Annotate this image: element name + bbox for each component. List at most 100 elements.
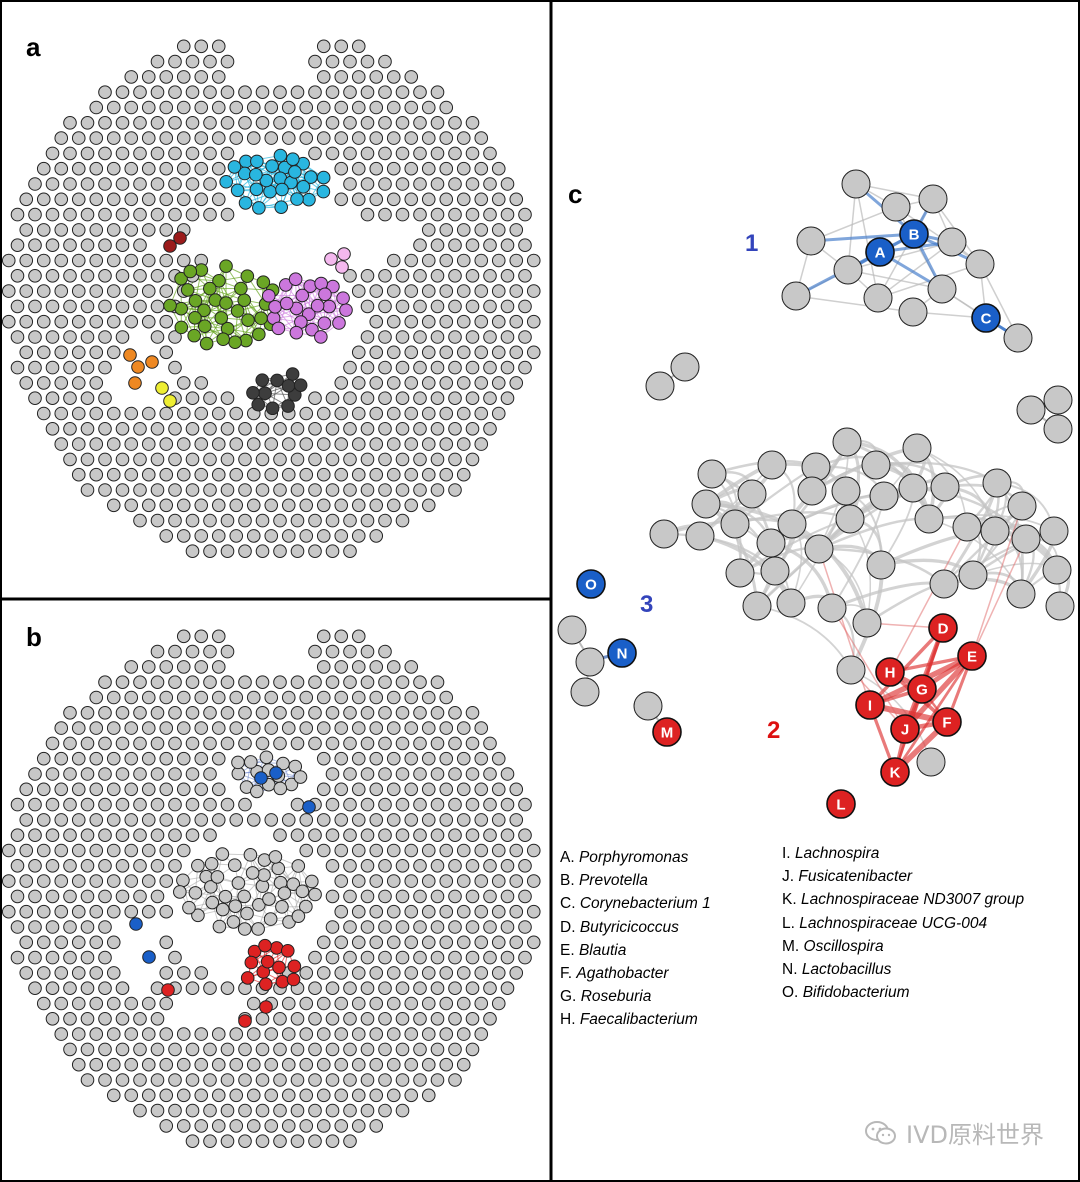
network-node <box>413 391 427 406</box>
network-node <box>115 1042 130 1057</box>
network-node <box>316 1119 331 1133</box>
network-node <box>211 437 226 451</box>
network-node <box>275 974 290 989</box>
network-node <box>334 467 349 482</box>
highlight-node-c <box>971 303 1001 333</box>
network-node <box>351 935 366 950</box>
network-node <box>80 269 95 283</box>
network-node <box>308 706 322 720</box>
network-node <box>229 467 244 482</box>
network-node <box>255 1042 270 1057</box>
network-node <box>194 467 209 482</box>
network-node <box>273 828 287 843</box>
network-node <box>500 207 515 222</box>
network-node <box>509 782 524 797</box>
network-node <box>316 1027 331 1041</box>
network-node <box>334 192 349 207</box>
network-node <box>404 874 419 888</box>
network-node <box>930 472 960 502</box>
network-node <box>360 330 375 344</box>
network-node <box>325 828 340 843</box>
network-node <box>203 146 217 161</box>
network-node <box>159 782 174 797</box>
network-node <box>386 192 401 207</box>
highlight-node-e <box>957 641 987 671</box>
network-node <box>36 996 51 1011</box>
network-node <box>168 675 182 690</box>
network-node <box>80 828 95 843</box>
network-node <box>965 249 995 279</box>
network-node <box>369 874 384 888</box>
network-node <box>299 498 314 513</box>
network-node <box>369 100 384 115</box>
network-node <box>98 1012 112 1026</box>
network-node <box>430 889 445 904</box>
network-node <box>211 498 226 513</box>
network-node <box>168 360 182 375</box>
network-node <box>258 386 272 401</box>
network-node <box>229 437 244 451</box>
network-node <box>430 391 445 406</box>
network-node <box>89 1027 104 1041</box>
network-node <box>168 177 182 191</box>
network-node <box>220 1103 235 1118</box>
network-node <box>187 328 201 343</box>
legend-item: A. Porphyromonas <box>560 849 689 866</box>
network-node <box>1 874 16 888</box>
network-node <box>483 797 497 812</box>
network-node <box>129 917 143 931</box>
network-node <box>430 706 445 720</box>
network-node <box>325 1073 340 1087</box>
network-node <box>439 223 454 237</box>
highlight-node-n <box>607 638 637 668</box>
network-node <box>203 797 217 812</box>
network-node <box>456 1027 471 1041</box>
network-node <box>238 1103 252 1118</box>
network-node <box>378 269 392 283</box>
network-node <box>141 131 156 145</box>
network-node <box>71 376 86 390</box>
network-node <box>124 1088 139 1103</box>
network-node <box>203 1103 217 1118</box>
network-node <box>351 161 366 176</box>
network-node <box>369 192 384 207</box>
network-node <box>557 615 587 645</box>
network-node <box>430 207 445 222</box>
network-node <box>10 330 25 344</box>
network-node <box>861 450 891 480</box>
network-node <box>831 476 861 506</box>
network-node <box>220 483 235 497</box>
network-node <box>89 721 104 735</box>
network-node <box>395 981 410 996</box>
network-node <box>210 870 225 884</box>
network-node <box>276 756 290 771</box>
network-node <box>264 437 279 451</box>
network-node <box>474 376 489 390</box>
network-node <box>421 935 436 950</box>
network-node <box>474 782 489 797</box>
network-node <box>332 316 346 330</box>
network-node <box>448 207 462 222</box>
network-node <box>159 1119 174 1133</box>
network-node <box>526 843 541 858</box>
network-node <box>448 452 462 467</box>
network-node <box>238 422 252 436</box>
network-node <box>10 889 25 904</box>
network-node <box>211 1088 226 1103</box>
network-node <box>159 223 174 237</box>
network-node <box>351 498 366 513</box>
network-node <box>150 146 165 161</box>
network-node <box>211 1119 226 1133</box>
network-node <box>45 767 60 781</box>
network-node <box>801 452 831 482</box>
network-node <box>124 284 139 298</box>
network-node <box>124 161 139 176</box>
network-node <box>89 782 104 797</box>
network-node <box>10 950 25 965</box>
network-node <box>325 706 340 720</box>
network-node <box>491 782 506 797</box>
network-node <box>250 784 264 799</box>
network-node <box>421 1088 436 1103</box>
network-node <box>833 255 863 285</box>
network-node <box>203 513 217 528</box>
